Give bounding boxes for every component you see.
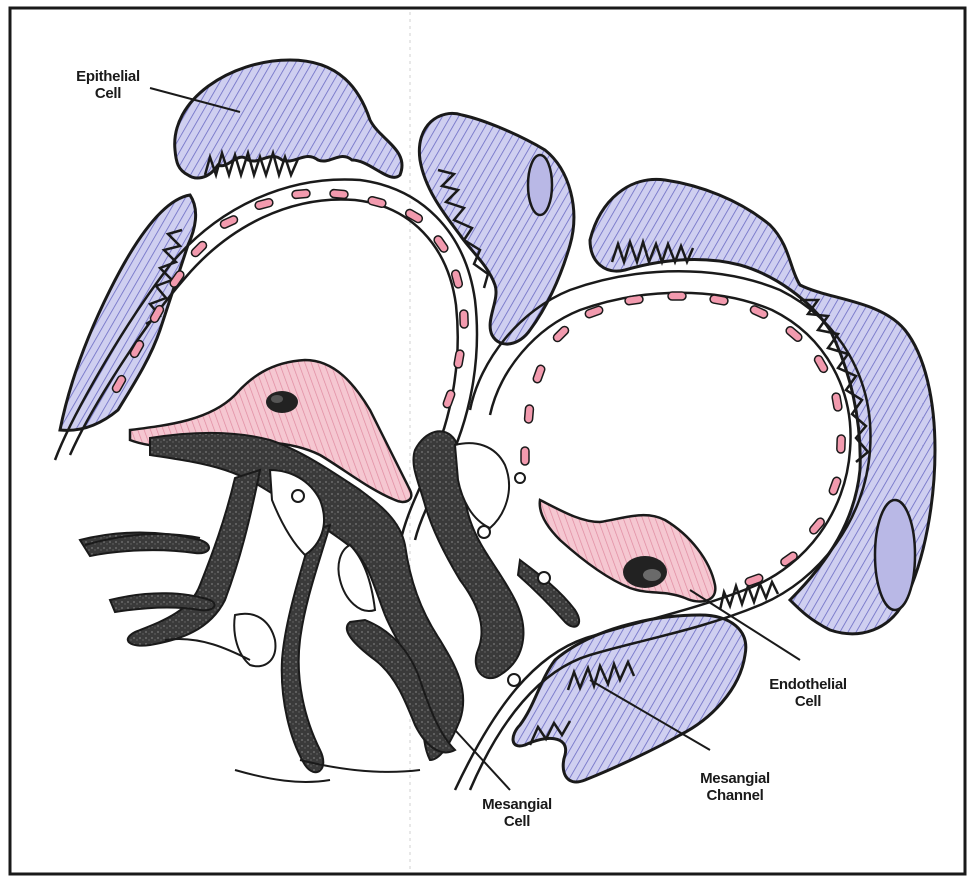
label-mesangial-cell-line2: Cell bbox=[462, 813, 572, 830]
label-epithelial-cell: Epithelial Cell bbox=[62, 68, 154, 102]
label-endothelial-cell: Endothelial Cell bbox=[752, 676, 864, 710]
label-epithelial-line1: Epithelial bbox=[62, 68, 154, 85]
label-endothelial-line2: Cell bbox=[752, 693, 864, 710]
label-endothelial-line1: Endothelial bbox=[752, 676, 864, 693]
label-mesangial-channel-line1: Mesangial bbox=[680, 770, 790, 787]
label-epithelial-line2: Cell bbox=[62, 85, 154, 102]
label-mesangial-cell: Mesangial Cell bbox=[462, 796, 572, 830]
label-mesangial-channel-line2: Channel bbox=[680, 787, 790, 804]
label-mesangial-channel: Mesangial Channel bbox=[680, 770, 790, 804]
label-mesangial-cell-line1: Mesangial bbox=[462, 796, 572, 813]
